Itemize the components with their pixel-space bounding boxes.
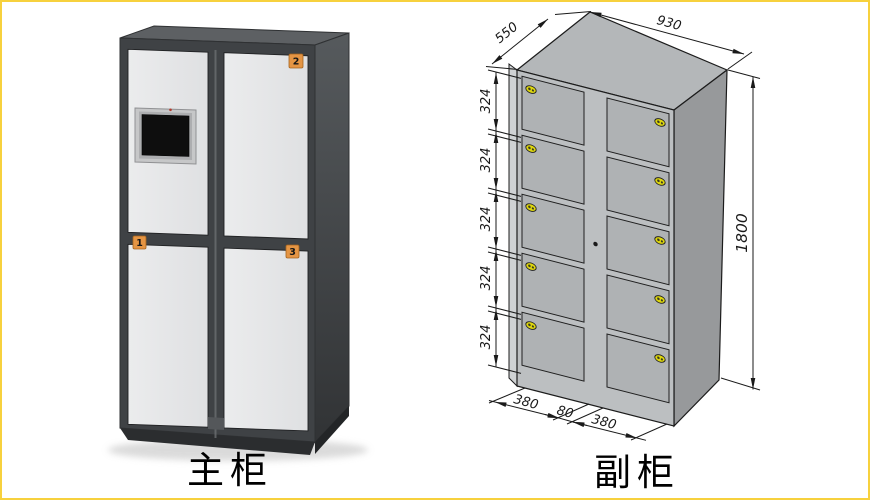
locker-door <box>521 193 585 264</box>
main-door-bottom-left <box>127 243 209 428</box>
dim-1800-label: 1800 <box>733 213 751 253</box>
screen-panel <box>141 114 190 157</box>
locker-door <box>606 156 670 227</box>
lock-icon <box>525 262 537 271</box>
main-door-top-right <box>223 52 309 240</box>
touchscreen <box>134 107 197 165</box>
lock-icon <box>654 118 666 127</box>
dim-930: 930 <box>589 11 753 70</box>
locker-door <box>521 75 585 146</box>
main-cabinet-side-base <box>315 406 349 454</box>
dim-324-5: 324 <box>479 325 494 350</box>
aux-cabinet <box>508 11 729 428</box>
dim-80: 80 <box>555 403 575 422</box>
aux-side-face <box>673 68 728 428</box>
door-tag-1-label: 1 <box>136 238 143 249</box>
door-tag-3-label: 3 <box>289 247 296 258</box>
dim-550-label: 550 <box>492 20 521 47</box>
dim-324-2: 324 <box>479 148 494 173</box>
main-cabinet-base-band <box>120 428 315 455</box>
locker-door <box>606 215 670 286</box>
lock-icon <box>654 295 666 304</box>
lock-icon <box>654 354 666 363</box>
lock-icon <box>525 85 537 94</box>
locks <box>525 85 666 363</box>
main-cabinet-label: 主柜 <box>187 451 273 492</box>
dim-324-3: 324 <box>479 207 494 232</box>
door-tag-2: 2 <box>288 53 304 69</box>
locker-door <box>521 134 585 205</box>
door-tag-1: 1 <box>132 235 147 250</box>
dim-380-left: 380 <box>512 392 540 413</box>
aux-front-face <box>516 69 675 427</box>
dim-1800: 1800 <box>720 69 761 391</box>
locker-door <box>521 252 585 323</box>
lock-icon <box>654 177 666 186</box>
dim-930-label: 930 <box>655 13 683 34</box>
camera-dot-icon <box>169 108 172 112</box>
lock-icon <box>525 321 537 330</box>
lock-icon <box>654 236 666 245</box>
dim-324-stack: 324 324 324 324 324 <box>479 69 522 374</box>
dim-324-1: 324 <box>479 89 494 114</box>
locker-door <box>521 311 585 382</box>
dim-380-right: 380 <box>590 412 618 433</box>
dim-324-4: 324 <box>479 266 494 291</box>
aux-cabinet-label: 副柜 <box>594 453 680 494</box>
main-door-bottom-right <box>223 247 309 432</box>
main-cabinet-side-face <box>314 32 350 444</box>
keyhole-icon <box>593 241 598 247</box>
door-tag-3: 3 <box>285 244 300 259</box>
dimension-annotations: 550 930 1800 <box>479 11 761 441</box>
lock-icon <box>525 144 537 153</box>
main-cabinet: 2 1 3 <box>108 25 368 461</box>
lock-icon <box>525 203 537 212</box>
door-tag-2-label: 2 <box>293 57 300 68</box>
locker-door <box>606 333 670 404</box>
pillar-band <box>208 417 224 430</box>
locker-door <box>606 274 670 345</box>
dim-bottom-widths: 380 80 380 <box>488 387 668 441</box>
aux-left-edge-strip <box>508 63 518 388</box>
locker-door <box>606 97 670 168</box>
